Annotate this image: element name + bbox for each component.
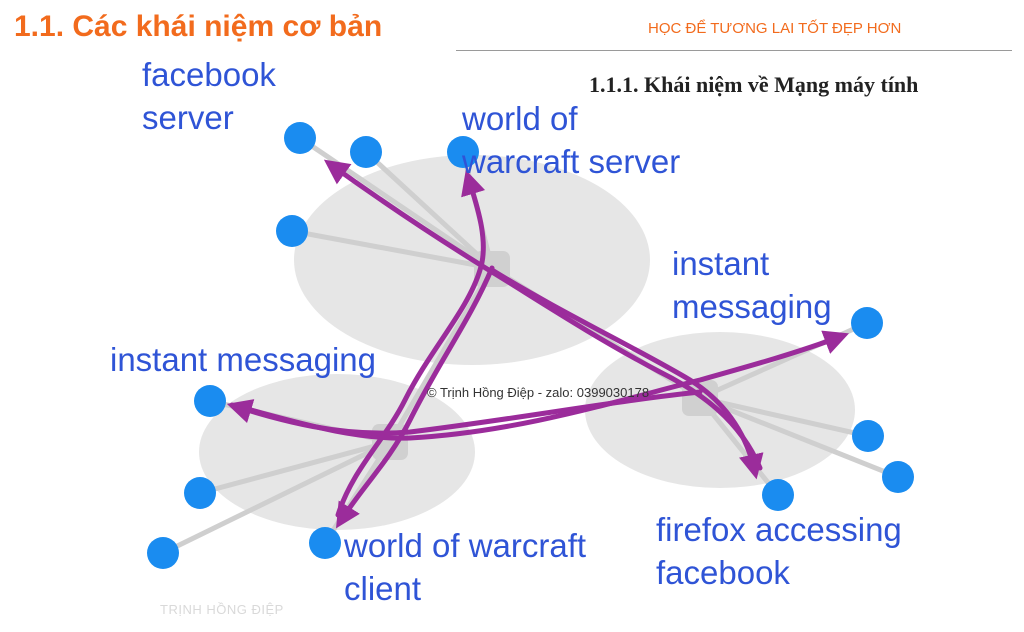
- host-im-left: [194, 385, 226, 417]
- link-line: [197, 439, 393, 496]
- link-line: [697, 395, 901, 480]
- slide-tagline: HỌC ĐỂ TƯƠNG LAI TỐT ĐẸP HƠN: [648, 20, 902, 37]
- label-facebook-server: facebook server: [142, 54, 276, 140]
- link-line: [363, 149, 495, 271]
- link-line: [289, 228, 495, 271]
- host-computer: [184, 477, 216, 509]
- link-line: [697, 395, 871, 439]
- section-subtitle: 1.1.1. Khái niệm về Mạng máy tính: [589, 72, 919, 97]
- arrow-im-right-to-left: [226, 389, 703, 436]
- label-text: facebook server: [142, 56, 276, 136]
- arrow-firefox-to-facebook: [323, 159, 763, 471]
- arrow-facebook-to-firefox: [489, 267, 764, 480]
- label-wow-server: world of warcraft server: [462, 98, 680, 184]
- label-text: world of warcraft server: [462, 100, 681, 180]
- arrow-wow-server-to-client: [336, 265, 495, 529]
- host-facebook-server: [284, 122, 316, 154]
- host-wow-client: [309, 527, 341, 559]
- copyright-notice: © Trịnh Hồng Điệp - zalo: 0399030178: [427, 385, 650, 400]
- host-computer: [852, 420, 884, 452]
- header-divider: [456, 50, 1012, 51]
- link-line: [160, 439, 393, 556]
- host-im-right: [851, 307, 883, 339]
- link-line: [387, 265, 495, 445]
- label-text: instant messaging: [672, 245, 832, 325]
- host-firefox: [762, 479, 794, 511]
- label-text: instant messaging: [110, 341, 376, 378]
- arrow-wow-client-to-server: [335, 169, 486, 518]
- host-computer: [276, 215, 308, 247]
- host-computer: [882, 461, 914, 493]
- label-wow-client: world of warcraft client: [344, 525, 586, 611]
- author-watermark: TRỊNH HỒNG ĐIỆP: [160, 602, 284, 617]
- label-text: world of warcraft client: [344, 527, 587, 607]
- host-computer: [350, 136, 382, 168]
- slide-title: 1.1. Các khái niệm cơ bản: [14, 10, 383, 43]
- label-im-right: instant messaging: [672, 243, 832, 329]
- host-wow-server: [447, 136, 479, 168]
- host-computer: [147, 537, 179, 569]
- label-firefox: firefox accessing facebook: [656, 509, 902, 595]
- label-text: firefox accessing facebook: [656, 511, 902, 591]
- label-im-left: instant messaging: [110, 339, 376, 382]
